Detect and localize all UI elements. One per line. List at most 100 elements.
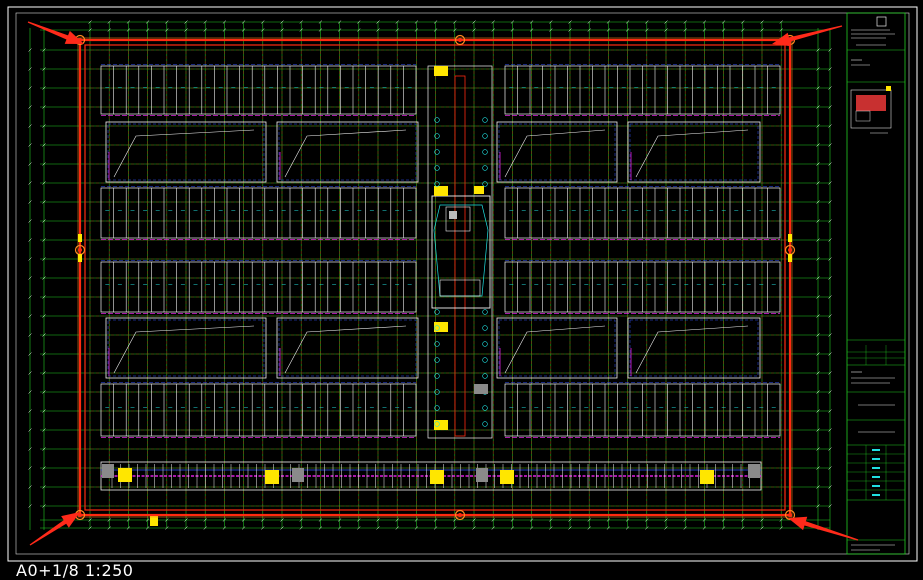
dimension-tick: [42, 314, 46, 318]
dimension-tick: [222, 20, 227, 24]
ramp-zone: [276, 317, 419, 379]
ramp-zone: [276, 121, 419, 183]
ramp-zones: [105, 121, 761, 379]
dimension-tick: [28, 276, 32, 280]
title-block: [846, 12, 906, 555]
dimension-tick: [28, 295, 32, 299]
dimension-tick: [828, 428, 832, 432]
equipment-yellow-unit: [500, 470, 514, 484]
dimension-tick: [222, 526, 227, 530]
sprinkler-head: [482, 421, 488, 427]
dimension-tick: [28, 143, 32, 147]
dimension-tick: [779, 28, 783, 32]
dimension-tick: [828, 219, 832, 223]
dimension-tick: [816, 371, 820, 375]
dimension-tick: [42, 371, 46, 375]
dimension-tick: [587, 518, 591, 522]
title-block-text-lines: [851, 29, 895, 551]
equipment-yellow-unit: [150, 516, 158, 526]
dimension-tick: [606, 518, 611, 522]
sprinkler-head: [434, 405, 440, 411]
dimension-tick: [828, 409, 832, 413]
parking-bays: [100, 64, 781, 438]
dimension-tick: [529, 28, 534, 32]
dimension-tick: [816, 352, 820, 356]
dimension-tick: [88, 518, 92, 522]
dimension-tick: [664, 518, 668, 522]
dimension-tick: [606, 20, 611, 24]
ramp-slope-line: [113, 325, 255, 374]
dimension-tick: [261, 28, 265, 32]
stair-lift-hall: [431, 195, 491, 309]
dimension-tick: [28, 428, 32, 432]
dimension-tick: [702, 20, 707, 24]
dimension-tick: [664, 28, 668, 32]
dimension-tick: [816, 447, 820, 451]
dimension-tick: [42, 352, 46, 356]
ramp-zone-pipe-loop: [629, 123, 759, 181]
dimension-tick: [472, 526, 476, 530]
parking-row-left-outline: [100, 65, 417, 115]
dimension-tick: [816, 390, 820, 394]
dimension-tick: [222, 28, 227, 32]
lift-shaft: [445, 206, 471, 232]
dimension-tick: [107, 20, 111, 24]
key-plan-thumbnail: [850, 89, 892, 129]
dimension-tick: [357, 518, 361, 522]
dimension-tick: [337, 518, 342, 522]
sprinkler-head: [482, 165, 488, 171]
lift-lobby-outline: [433, 204, 489, 297]
sprinkler-head: [434, 421, 440, 427]
lift-car: [449, 211, 457, 219]
parking-row-left-outline: [100, 261, 417, 313]
dimension-tick: [299, 518, 303, 522]
dimension-tick: [741, 526, 745, 530]
dimension-tick: [42, 67, 46, 71]
dimension-tick: [165, 20, 169, 24]
dimension-tick: [816, 219, 820, 223]
dimension-tick: [28, 86, 32, 90]
dimension-tick: [42, 105, 46, 109]
dimension-tick: [414, 28, 419, 32]
dimension-tick: [828, 257, 832, 261]
dimension-tick: [828, 295, 832, 299]
dimension-tick: [625, 28, 630, 32]
dimension-tick: [828, 276, 832, 280]
dimension-tick: [42, 409, 46, 413]
sprinkler-head: [482, 325, 488, 331]
dimension-tick: [42, 48, 46, 52]
dimension-tick: [280, 518, 284, 522]
dimension-tick: [664, 20, 668, 24]
corner-column-core: [458, 513, 462, 517]
dimension-tick: [433, 518, 438, 522]
dimension-tick: [453, 526, 457, 530]
dimension-tick: [28, 390, 32, 394]
ramp-slope-line: [113, 129, 255, 178]
equipment-grey-unit: [748, 464, 760, 478]
dimension-tick: [510, 20, 515, 24]
corner-column: [454, 509, 466, 521]
sprinkler-head: [482, 181, 488, 187]
dimension-tick: [828, 162, 832, 166]
dimension-tick: [741, 518, 745, 522]
dimension-tick: [42, 504, 46, 508]
ramp-zone: [627, 121, 761, 183]
dimension-tick: [816, 143, 820, 147]
perimeter-walls: [74, 34, 796, 521]
dimension-tick: [145, 20, 150, 24]
dimension-tick: [683, 526, 687, 530]
dimension-tick: [816, 105, 820, 109]
sprinkler-head: [434, 165, 440, 171]
dimension-tick: [510, 28, 515, 32]
dimension-tick: [645, 526, 649, 530]
dimension-tick: [510, 518, 515, 522]
dimension-tick: [318, 20, 323, 24]
dimension-tick: [779, 518, 783, 522]
dimension-tick: [453, 20, 457, 24]
dimension-tick: [828, 352, 832, 356]
dimension-tick: [299, 20, 303, 24]
dimension-tick: [433, 28, 438, 32]
sprinkler-head: [482, 117, 488, 123]
dimension-tick: [828, 105, 832, 109]
dimension-tick: [203, 526, 207, 530]
